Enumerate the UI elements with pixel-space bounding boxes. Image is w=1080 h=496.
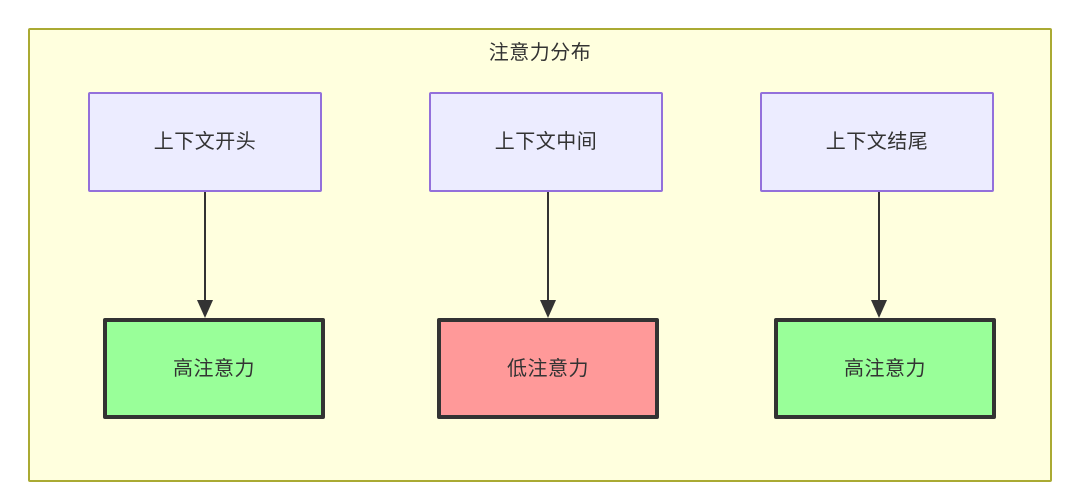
node-context-middle[interactable]: 上下文中间 (429, 92, 663, 192)
node-attention-high-end[interactable]: 高注意力 (774, 318, 996, 419)
subgraph-title: 注意力分布 (488, 42, 592, 64)
node-context-start[interactable]: 上下文开头 (88, 92, 322, 192)
node-context-end[interactable]: 上下文结尾 (760, 92, 994, 192)
node-attention-low-middle[interactable]: 低注意力 (437, 318, 659, 419)
node-attention-high-start[interactable]: 高注意力 (103, 318, 325, 419)
